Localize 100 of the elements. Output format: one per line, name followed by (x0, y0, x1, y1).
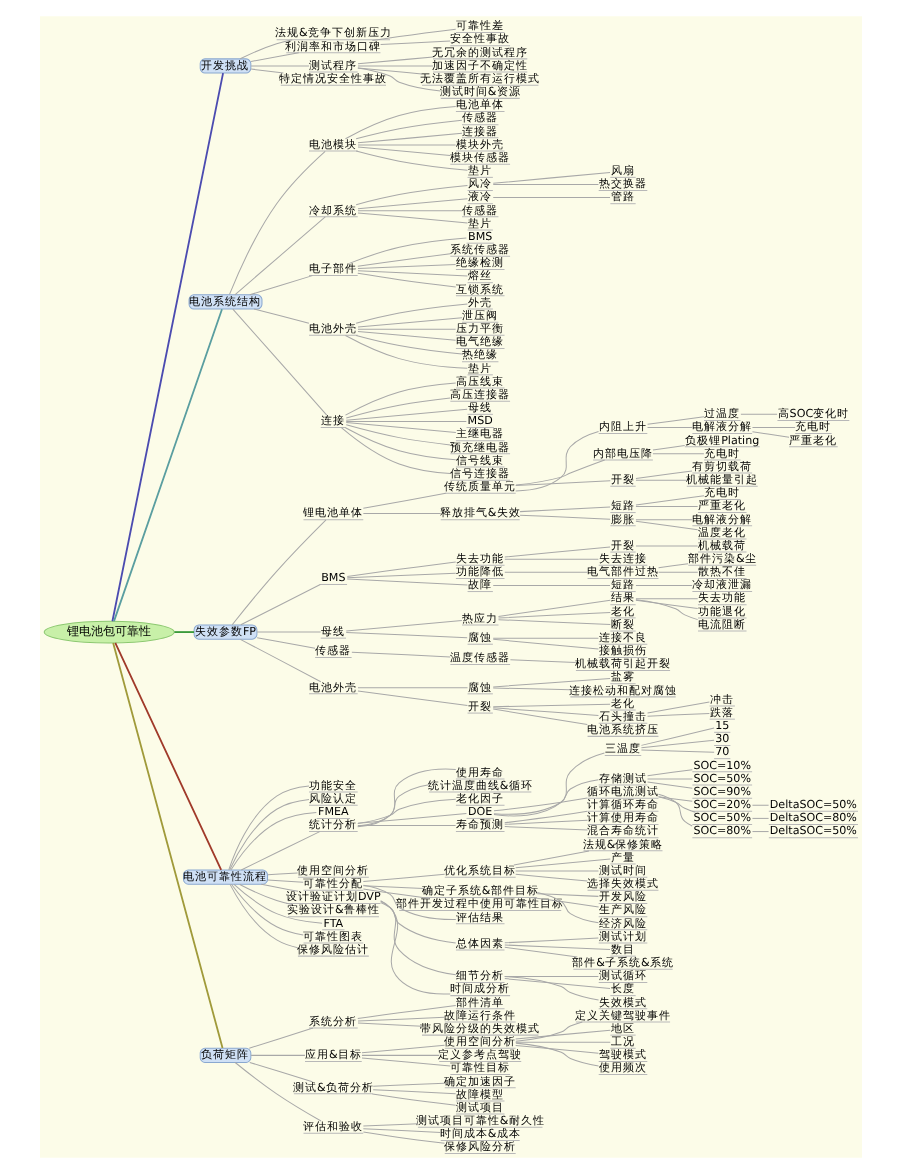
connector (343, 335, 467, 369)
connector (249, 65, 309, 67)
connector (651, 445, 685, 451)
connector (379, 900, 456, 976)
connector (750, 817, 769, 819)
connector (634, 519, 692, 521)
connector (356, 690, 468, 706)
connector (110, 72, 223, 623)
connector (518, 506, 610, 513)
connector (361, 492, 446, 509)
connector (247, 1027, 313, 1049)
connector (491, 678, 610, 688)
connector (503, 810, 587, 824)
connector (361, 873, 445, 883)
connector (512, 850, 589, 866)
connector (646, 713, 709, 717)
connector (238, 39, 292, 60)
connector (111, 642, 223, 1049)
connector (492, 752, 604, 817)
connector (750, 804, 769, 806)
connector (514, 1041, 610, 1043)
connector (356, 67, 422, 75)
connector (371, 1089, 456, 1095)
connector (356, 270, 468, 277)
connector (228, 799, 309, 871)
connector (343, 427, 456, 461)
connector (360, 1057, 450, 1067)
connector (249, 52, 299, 62)
connector (356, 317, 462, 328)
connector (634, 598, 698, 600)
connector (356, 784, 429, 827)
connector (344, 422, 456, 433)
connector (508, 659, 576, 663)
connector (356, 144, 456, 146)
connector (491, 687, 570, 691)
connector (356, 212, 468, 224)
connector (249, 1054, 305, 1056)
connector (354, 334, 462, 355)
connector (503, 937, 598, 944)
connector (255, 637, 315, 649)
connector (371, 1082, 445, 1087)
connector (514, 873, 587, 882)
connector (344, 632, 467, 639)
connector (518, 514, 610, 520)
connector (356, 132, 462, 144)
connector (255, 631, 321, 633)
connector (646, 427, 692, 428)
connector (491, 708, 587, 726)
connector (514, 430, 599, 492)
connector (492, 797, 587, 812)
connector (503, 976, 599, 1001)
connector (657, 796, 692, 802)
connector (497, 599, 610, 617)
connector (656, 796, 695, 813)
connector (347, 237, 466, 264)
connector (634, 479, 687, 481)
connector (248, 1061, 312, 1083)
connector (750, 427, 795, 428)
connector (249, 68, 283, 74)
connector (634, 545, 698, 547)
connector (239, 584, 320, 626)
connector (491, 584, 610, 586)
connector (646, 769, 692, 777)
connector (491, 197, 610, 199)
connector (113, 642, 222, 871)
connector (356, 210, 462, 212)
connector (503, 558, 598, 560)
connector (238, 638, 321, 683)
connector (356, 272, 456, 288)
connector (344, 408, 467, 421)
connector (344, 619, 462, 632)
connector (345, 572, 456, 579)
connector (739, 413, 777, 415)
connector (228, 150, 325, 295)
connector (238, 883, 292, 905)
connector (497, 611, 610, 619)
connector (233, 216, 325, 296)
connector (356, 146, 450, 156)
connector (379, 901, 456, 944)
connector (370, 1093, 456, 1106)
connector (634, 599, 698, 621)
connector (529, 896, 599, 908)
connector (356, 825, 456, 826)
connector (503, 819, 588, 825)
connector (356, 67, 440, 92)
connector (503, 571, 588, 573)
connector (345, 561, 456, 578)
connector (634, 470, 692, 480)
connector (248, 275, 312, 296)
connector (535, 892, 599, 924)
connector (356, 1022, 422, 1027)
connector (344, 424, 450, 446)
connector (492, 779, 598, 815)
connector (344, 420, 466, 422)
connector (343, 382, 456, 416)
connector (354, 150, 467, 171)
connector (112, 308, 222, 622)
connector (356, 687, 468, 689)
connector (535, 893, 598, 897)
connector (356, 328, 456, 330)
